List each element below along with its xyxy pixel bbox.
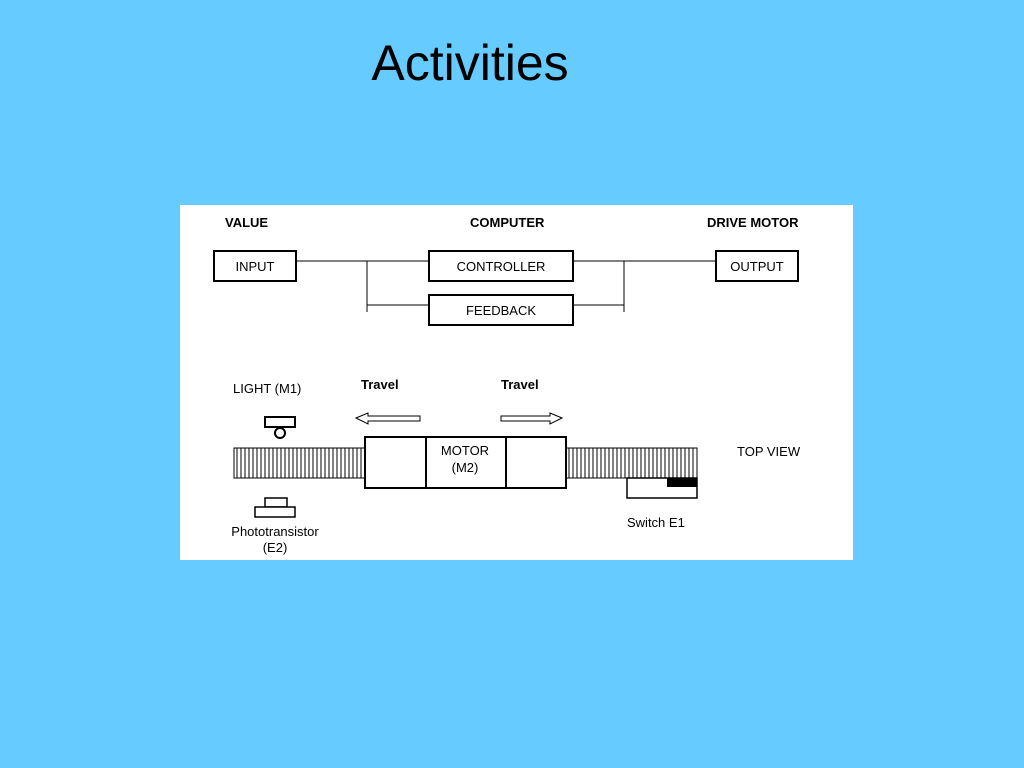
signal-lines: [297, 260, 716, 312]
light-icon: [264, 416, 296, 439]
input-block: INPUT: [213, 250, 297, 282]
lead-screw-left: [233, 447, 367, 479]
motor-carriage: MOTOR (M2): [364, 436, 567, 489]
phototransistor-label: Phototransistor: [231, 524, 319, 539]
header-drive-motor: DRIVE MOTOR: [707, 215, 799, 230]
motor-label: MOTOR: [441, 443, 489, 458]
controller-block: CONTROLLER: [428, 250, 574, 282]
system-diagram: VALUE COMPUTER DRIVE MOTOR INPUT CONTROL…: [213, 215, 801, 555]
slide-title: Activities: [371, 35, 569, 91]
motor-id-label: (M2): [452, 460, 479, 475]
system-diagram-figure: VALUE COMPUTER DRIVE MOTOR INPUT CONTROL…: [180, 205, 853, 560]
header-computer: COMPUTER: [470, 215, 545, 230]
travel-left-label: Travel: [361, 377, 399, 392]
output-block: OUTPUT: [715, 250, 799, 282]
light-label: LIGHT (M1): [233, 381, 301, 396]
phototransistor-id-label: (E2): [263, 540, 288, 555]
arrow-right-icon: [500, 412, 564, 425]
input-label: INPUT: [236, 259, 275, 274]
output-label: OUTPUT: [730, 259, 784, 274]
phototransistor-icon: [254, 497, 296, 518]
top-view-label: TOP VIEW: [737, 444, 801, 459]
travel-right-label: Travel: [501, 377, 539, 392]
header-value: VALUE: [225, 215, 268, 230]
feedback-block: FEEDBACK: [428, 294, 574, 326]
lead-screw-right: [565, 447, 698, 479]
controller-label: CONTROLLER: [457, 259, 546, 274]
switch-icon: [626, 477, 698, 499]
switch-label: Switch E1: [627, 515, 685, 530]
feedback-label: FEEDBACK: [466, 303, 536, 318]
arrow-left-icon: [354, 412, 421, 425]
